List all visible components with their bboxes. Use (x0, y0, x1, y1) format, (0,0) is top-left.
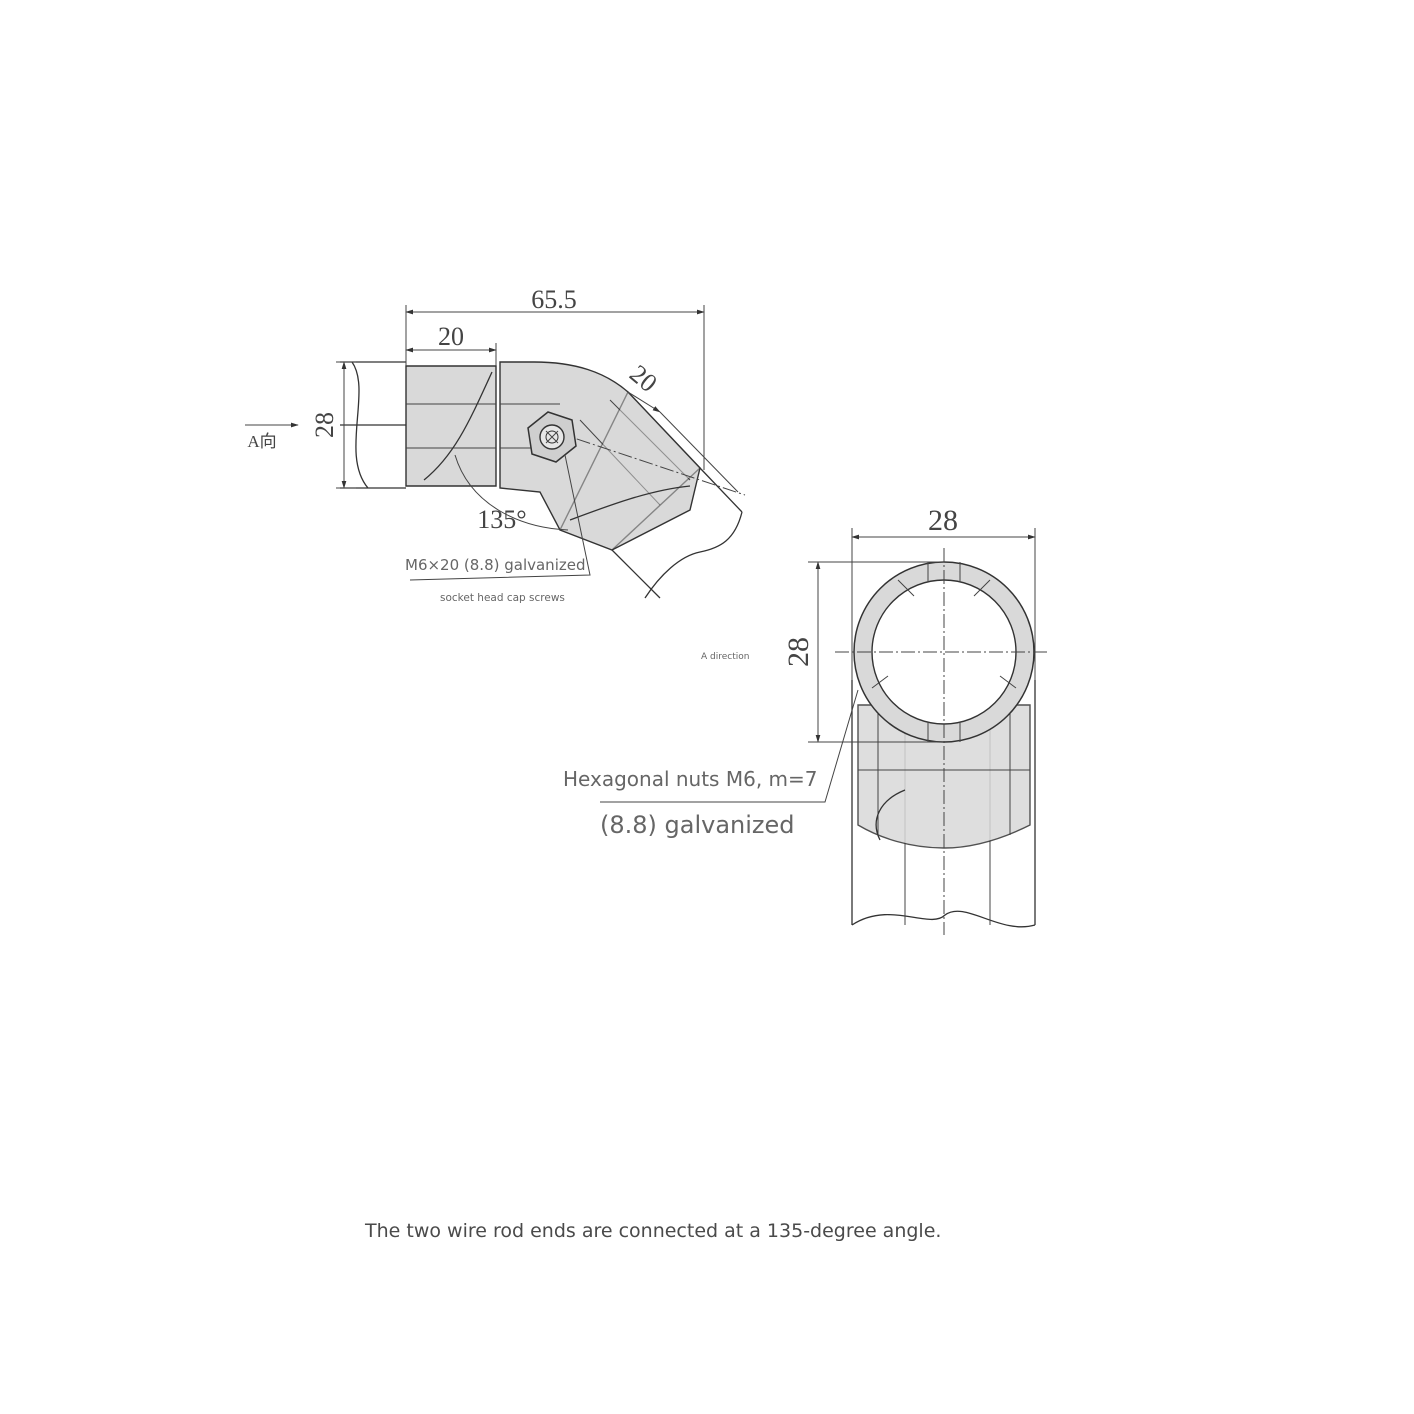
end-view: 28 28 (600, 504, 1048, 935)
dim-socket-angled-label: 20 (624, 359, 663, 398)
screw-label-line1: M6×20 (8.8) galvanized (405, 556, 585, 574)
nut-label-line2: (8.8) galvanized (600, 811, 795, 839)
dim-width-label: 28 (928, 504, 958, 537)
nut-leader (600, 689, 859, 803)
view-direction-label: A direction (701, 652, 749, 662)
dim-socket-left-label: 20 (438, 322, 464, 351)
dim-overall-label: 65.5 (531, 285, 577, 314)
angled-pipe (611, 467, 743, 599)
caption: The two wire rod ends are connected at a… (365, 1220, 942, 1242)
side-view: 65.5 20 20 28 A向 135° (245, 285, 746, 599)
end-pipe (851, 680, 1036, 928)
nut-label-line1: Hexagonal nuts M6, m=7 (563, 767, 818, 791)
dim-end-height-label: 28 (782, 637, 815, 667)
dim-line-angled (627, 391, 661, 413)
angle-label: 135° (477, 505, 526, 534)
screw-label-line2: socket head cap screws (440, 592, 565, 604)
left-pipe (340, 361, 406, 489)
left-socket (405, 365, 497, 487)
dim-height-label: 28 (310, 412, 339, 438)
view-marker-label: A向 (247, 432, 276, 451)
angle-arc (454, 454, 569, 531)
screw-leader (409, 454, 591, 581)
